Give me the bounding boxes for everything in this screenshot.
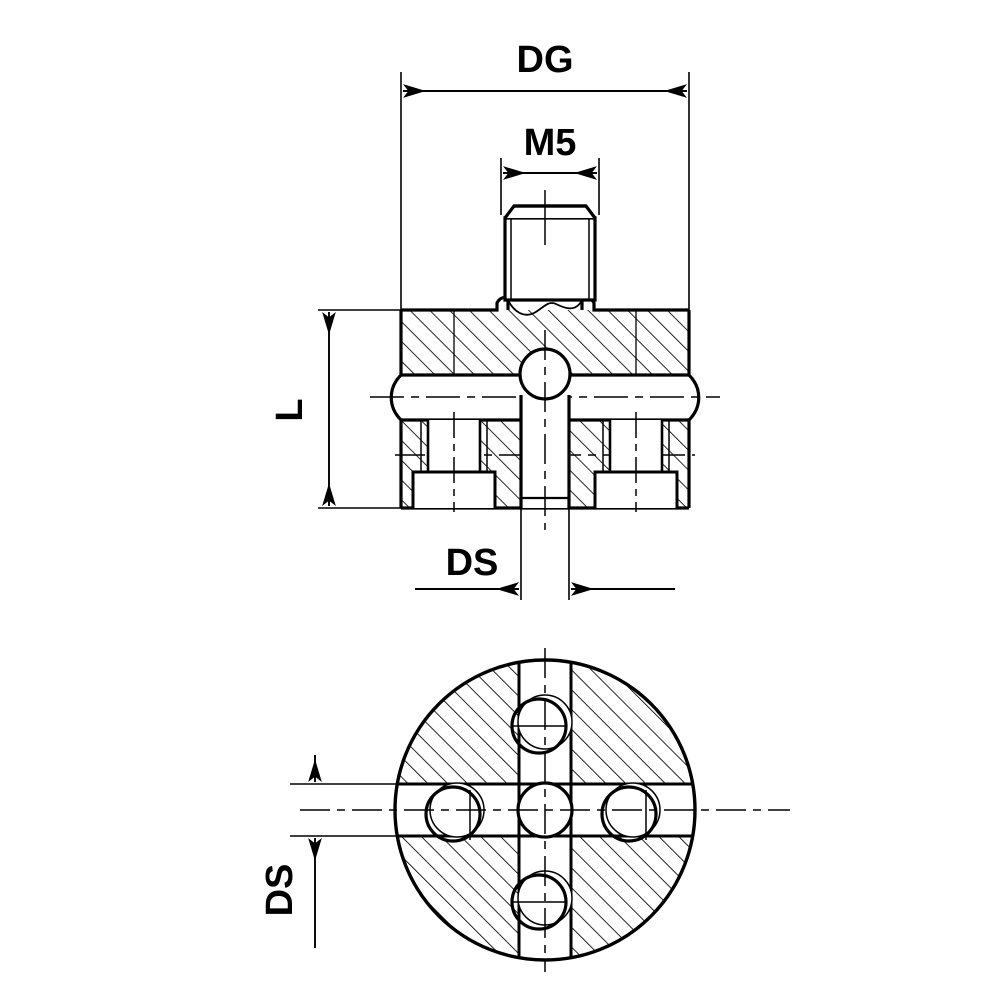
hole-left: [411, 412, 497, 512]
boss-chamfer: [503, 204, 597, 219]
break-line: [507, 299, 583, 316]
l-label: L: [269, 398, 311, 421]
dg-label: DG: [517, 39, 574, 81]
dimension-ds-section: DS: [415, 508, 675, 600]
m5-boss: [503, 190, 597, 302]
dimension-dg: DG: [400, 39, 690, 320]
section-view: DG M5 L: [269, 39, 720, 600]
ball-seat-left-ball: [424, 785, 482, 843]
boss-fillet-break: [507, 299, 583, 316]
dimension-ds-bottom: DS: [259, 755, 420, 948]
ds-bottom-label: DS: [259, 864, 301, 917]
boss-body: [503, 216, 597, 302]
dimension-m5: M5: [500, 122, 600, 215]
hole-right: [593, 412, 679, 512]
central-bore: [518, 330, 572, 530]
bottom-view: DS: [259, 648, 790, 972]
ball-seat-right-ball: [600, 785, 658, 843]
m5-label: M5: [524, 122, 577, 164]
ds-section-label: DS: [446, 542, 499, 584]
